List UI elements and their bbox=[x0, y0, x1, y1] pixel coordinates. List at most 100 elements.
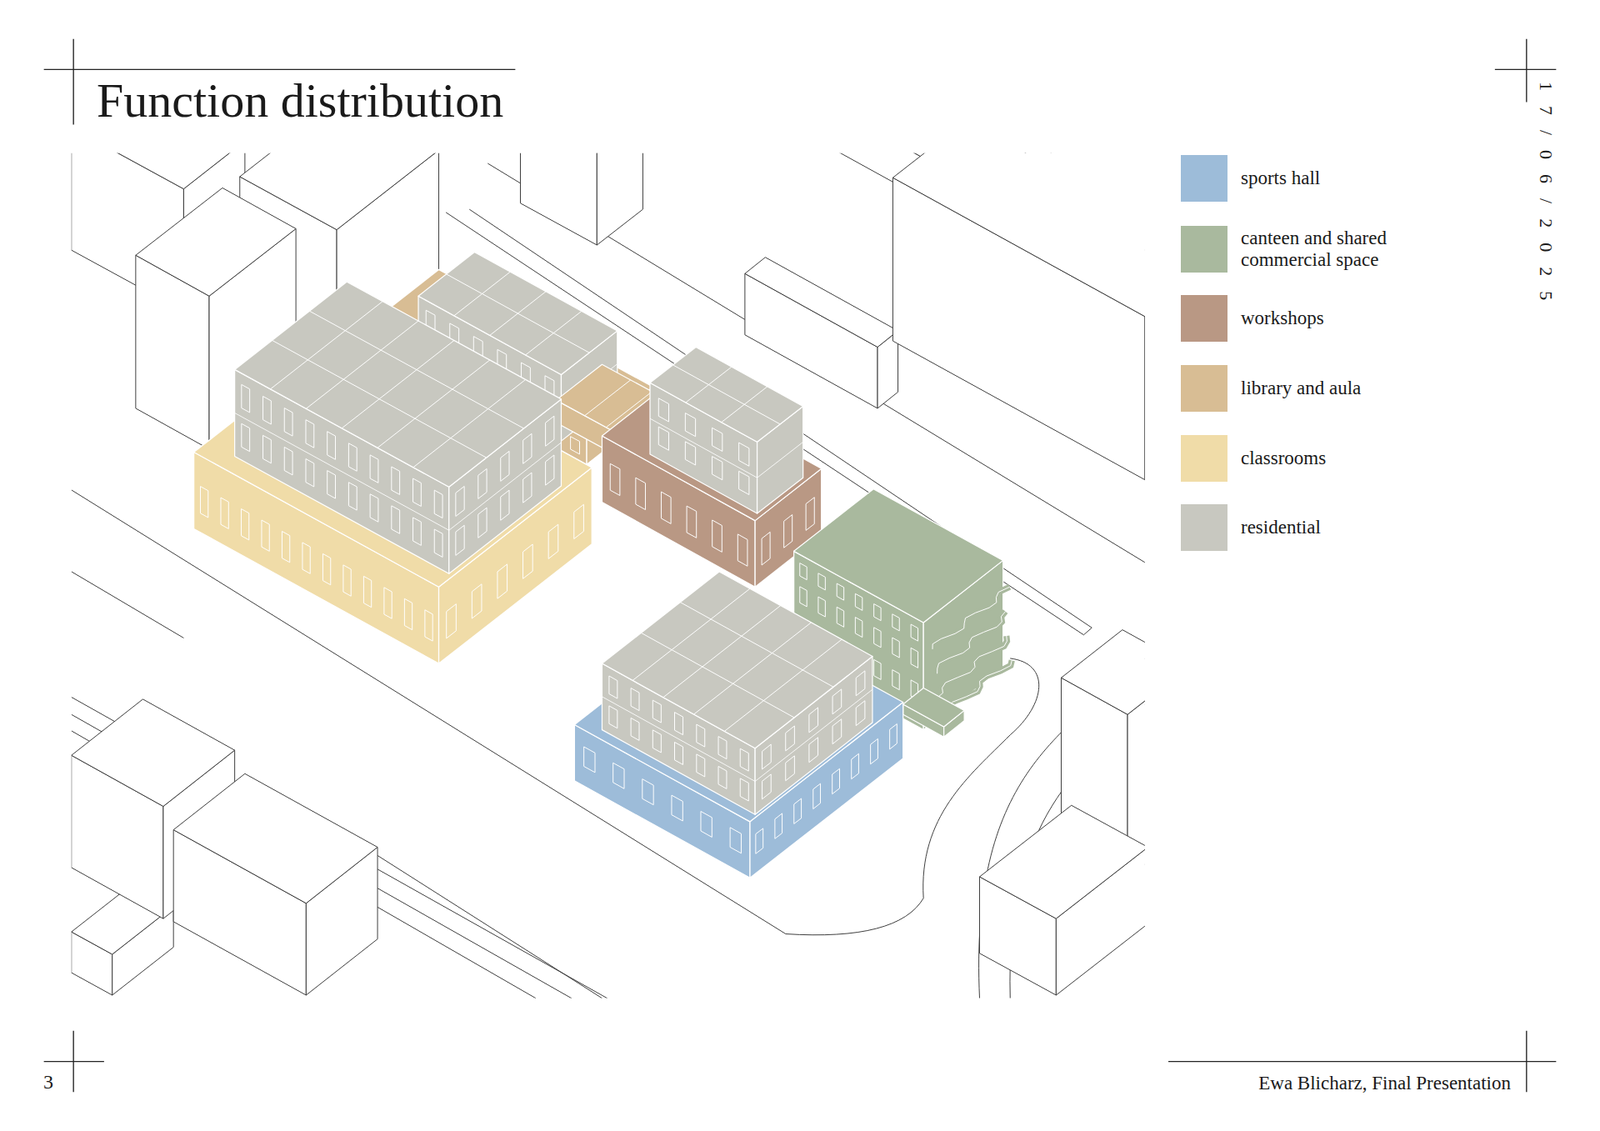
window bbox=[391, 505, 400, 534]
window bbox=[363, 575, 371, 607]
window bbox=[718, 736, 727, 760]
balcony-edge bbox=[932, 586, 1010, 650]
window bbox=[327, 431, 336, 460]
window bbox=[890, 724, 898, 750]
window bbox=[718, 765, 727, 789]
window bbox=[391, 466, 400, 495]
window bbox=[855, 700, 865, 726]
legend-swatch bbox=[1180, 225, 1228, 273]
window bbox=[805, 497, 815, 531]
window bbox=[545, 455, 555, 485]
window bbox=[327, 470, 336, 499]
window bbox=[241, 384, 250, 413]
window bbox=[892, 614, 900, 631]
window bbox=[800, 586, 807, 607]
window bbox=[740, 778, 749, 801]
context-building bbox=[745, 257, 899, 348]
legend-swatch bbox=[1180, 155, 1228, 202]
legend-label: library and aula bbox=[1240, 377, 1361, 400]
window bbox=[762, 774, 772, 800]
footer-text: Ewa Blicharz, Final Presentation bbox=[1258, 1073, 1511, 1093]
legend-swatch bbox=[1180, 365, 1228, 412]
corner-mark bbox=[1168, 1030, 1556, 1092]
window bbox=[284, 408, 293, 437]
window bbox=[652, 700, 661, 723]
roof-grid bbox=[309, 310, 524, 429]
window bbox=[478, 468, 487, 499]
window bbox=[652, 730, 661, 753]
window bbox=[755, 828, 764, 854]
window bbox=[836, 583, 844, 600]
window bbox=[675, 712, 684, 735]
window bbox=[739, 442, 750, 466]
window bbox=[855, 593, 862, 610]
window bbox=[545, 415, 555, 446]
window bbox=[261, 520, 270, 551]
window bbox=[500, 450, 510, 481]
roof-grid bbox=[680, 602, 834, 688]
window bbox=[712, 427, 723, 451]
floor-line bbox=[650, 418, 758, 478]
window bbox=[630, 717, 640, 740]
window bbox=[434, 529, 443, 557]
window bbox=[574, 504, 585, 539]
window bbox=[855, 670, 865, 696]
date-label: 17/06/2025 bbox=[1536, 81, 1555, 315]
context-building bbox=[980, 805, 1145, 919]
window bbox=[832, 719, 842, 745]
window bbox=[284, 446, 293, 475]
context-building bbox=[520, 153, 597, 245]
roof-grid bbox=[724, 639, 842, 731]
roof-grid bbox=[305, 320, 419, 409]
page-number: 3 bbox=[43, 1071, 54, 1092]
legend-item: workshops bbox=[1180, 295, 1325, 342]
roof-grid bbox=[341, 340, 455, 429]
window bbox=[800, 563, 807, 580]
window bbox=[712, 456, 723, 480]
legend-label: workshops bbox=[1240, 307, 1325, 330]
window bbox=[832, 768, 840, 794]
legend-swatch bbox=[1180, 435, 1228, 482]
floor-line bbox=[601, 696, 755, 782]
window bbox=[305, 459, 315, 487]
window bbox=[671, 795, 683, 821]
window bbox=[785, 755, 795, 781]
roof-grid bbox=[377, 360, 490, 448]
window bbox=[370, 494, 379, 522]
window bbox=[855, 617, 862, 638]
window bbox=[425, 610, 433, 641]
window bbox=[870, 738, 879, 764]
window bbox=[685, 413, 695, 437]
window bbox=[874, 604, 881, 621]
window bbox=[609, 675, 618, 699]
window bbox=[775, 813, 783, 839]
window bbox=[892, 670, 900, 690]
floor-line bbox=[757, 441, 804, 478]
axonometric-view bbox=[71, 153, 1145, 999]
window bbox=[874, 659, 881, 680]
roof-grid bbox=[673, 365, 781, 425]
legend-label: canteen and shared commercial space bbox=[1240, 227, 1441, 271]
window bbox=[343, 565, 351, 596]
window bbox=[658, 426, 669, 450]
window bbox=[305, 420, 315, 449]
residential-volume bbox=[235, 281, 562, 487]
window bbox=[478, 507, 487, 538]
window bbox=[241, 423, 250, 451]
window bbox=[642, 779, 654, 805]
window bbox=[200, 486, 208, 518]
window bbox=[609, 705, 618, 729]
roof-grid bbox=[272, 340, 487, 458]
legend-item: sports hall bbox=[1180, 155, 1320, 202]
context-building bbox=[135, 187, 296, 296]
window bbox=[730, 827, 741, 854]
window bbox=[761, 531, 770, 565]
window bbox=[413, 517, 422, 545]
window bbox=[455, 485, 465, 516]
legend-item: classrooms bbox=[1180, 435, 1326, 482]
window bbox=[818, 573, 825, 590]
window bbox=[809, 737, 819, 763]
window bbox=[348, 443, 357, 471]
page-title: Function distribution bbox=[96, 76, 504, 125]
balcony bbox=[937, 611, 1006, 675]
